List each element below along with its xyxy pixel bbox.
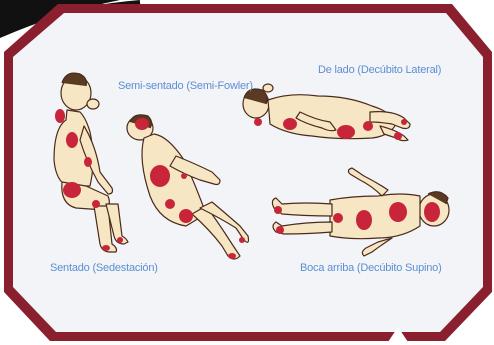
caption-lateral: De lado (Decúbito Lateral) <box>318 64 441 76</box>
caption-sitting: Sentado (Sedestación) <box>50 262 158 274</box>
caption-semi-fowler: Semi-sentado (Semi-Fowler) <box>118 80 253 92</box>
caption-supine: Boca arriba (Decúbito Supino) <box>300 262 442 274</box>
